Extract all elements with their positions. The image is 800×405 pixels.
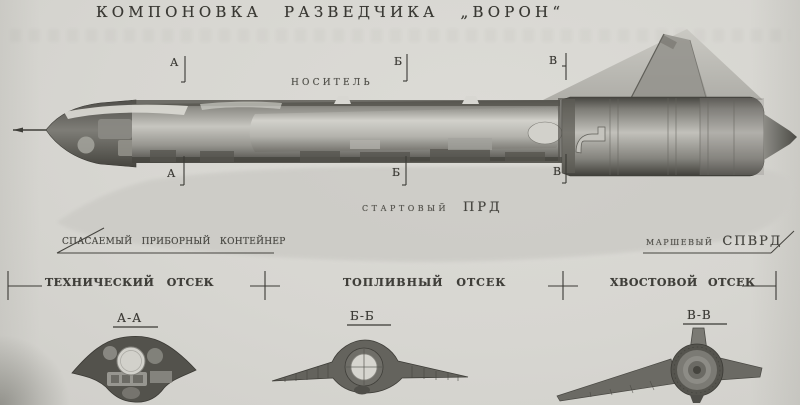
cross-section-label-v-v: В-В <box>687 308 712 322</box>
cross-section-v-v <box>556 327 763 403</box>
cross-section-b-b <box>271 339 469 395</box>
section-ticks <box>180 53 567 186</box>
section-mark-b-top: Б <box>394 55 403 68</box>
booster-label-prefix: СТАРТОВЫЙ <box>362 204 450 213</box>
fuel-tank <box>249 107 561 152</box>
carrier-label: НОСИТЕЛЬ <box>291 78 373 88</box>
callout-leaders <box>56 227 795 254</box>
engine-callout-abbr: СПВРД <box>722 234 783 249</box>
section-mark-a-bottom: А <box>167 167 176 180</box>
section-mark-v-bottom: В <box>553 165 562 178</box>
cross-section-label-a-a: А-А <box>117 311 143 325</box>
section-mark-a-top: А <box>170 56 179 69</box>
compartment-fuel: ТОПЛИВНЫЙ ОТСЕК <box>343 276 507 289</box>
booster-label: СТАРТОВЫЙ ПРД <box>362 201 503 214</box>
booster-silhouette <box>57 165 794 262</box>
compartment-tail: ХВОСТОВОЙ ОТСЕК <box>610 276 756 289</box>
container-callout: СПАСАЕМЫЙ ПРИБОРНЫЙ КОНТЕЙНЕР <box>62 237 286 247</box>
cross-section-label-b-b: Б-Б <box>350 309 375 323</box>
booster-label-abbr: ПРД <box>463 200 503 215</box>
cross-section-a-a <box>71 335 197 403</box>
section-label-underlines <box>113 323 727 328</box>
section-mark-v-top: В <box>549 54 558 67</box>
compartment-technical: ТЕХНИЧЕСКИЙ ОТСЕК <box>45 276 215 289</box>
fuselage-side-view <box>13 96 568 168</box>
erased-text-smudge <box>10 29 790 42</box>
compartment-dimension-lines <box>7 271 777 300</box>
ramjet-engine <box>561 96 797 177</box>
vertical-fin <box>543 29 763 101</box>
equipment-bay <box>150 149 545 162</box>
section-mark-b-bottom: Б <box>392 166 401 179</box>
engine-callout-prefix: МАРШЕВЫЙ <box>646 238 714 247</box>
drawing-title: КОМПОНОВКА РАЗВЕДЧИКА „ВОРОН“ <box>96 3 565 21</box>
tail-cone <box>764 114 797 160</box>
engine-callout: МАРШЕВЫЙ СПВРД <box>646 235 782 248</box>
